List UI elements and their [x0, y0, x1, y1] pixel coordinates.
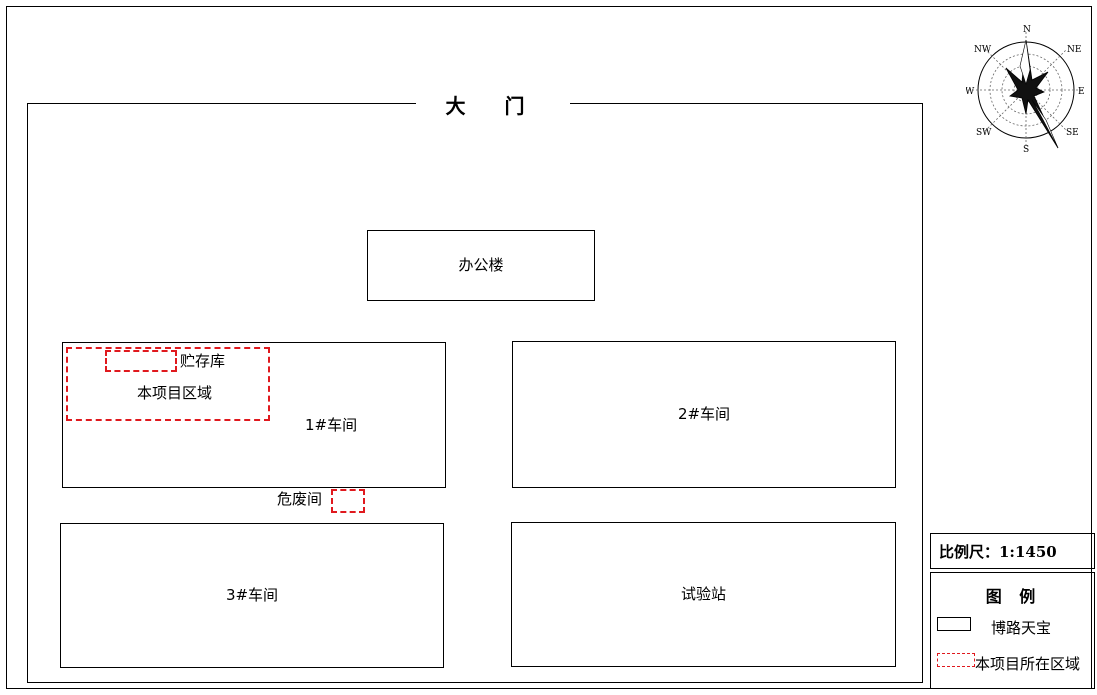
- gate-opening: [416, 92, 570, 114]
- gate-label: 大 门: [445, 94, 541, 118]
- compass-w: W: [966, 87, 975, 97]
- site-plan-frame: [6, 6, 1092, 689]
- legend-item-label: 本项目所在区域: [975, 655, 1081, 673]
- compass-sw: SW: [976, 128, 992, 138]
- project-area-label: 本项目区域: [137, 384, 213, 402]
- workshop-1-label: 1#车间: [305, 416, 358, 434]
- wind-rose-icon: N NE E SE S SW W NW: [966, 25, 1085, 155]
- scale-box: 比例尺：1:1450: [930, 533, 1095, 569]
- storage-room-label: 贮存库: [180, 352, 226, 370]
- hazard-room-label: 危废间: [277, 490, 323, 508]
- legend-swatch-solid: [937, 617, 971, 631]
- office-building-label: 办公楼: [458, 256, 504, 274]
- compass-nw: NW: [974, 45, 992, 55]
- office-building: 办公楼: [367, 230, 595, 301]
- scale-label: 比例尺：1:1450: [939, 542, 1057, 561]
- compass-n: N: [1023, 25, 1031, 35]
- workshop-1: 1#车间: [62, 342, 446, 488]
- workshop-3-label: 3#车间: [225, 586, 279, 604]
- legend: 图 例 博路天宝 本项目所在区域: [930, 572, 1095, 689]
- test-station: 试验站: [511, 522, 896, 667]
- workshop-3: 3#车间: [60, 523, 444, 668]
- hazard-room: [331, 489, 365, 513]
- compass-s: S: [1023, 145, 1029, 155]
- compass-ne: NE: [1067, 45, 1081, 55]
- test-station-label: 试验站: [680, 585, 726, 603]
- legend-swatch-dashed: [937, 653, 975, 667]
- workshop-2-label: 2#车间: [677, 405, 731, 423]
- legend-item-label: 博路天宝: [991, 619, 1052, 637]
- legend-title: 图 例: [985, 587, 1042, 606]
- storage-room: [105, 350, 177, 372]
- workshop-2: 2#车间: [512, 341, 896, 488]
- compass-e: E: [1078, 87, 1085, 97]
- project-area: [66, 347, 270, 421]
- compass-se: SE: [1066, 128, 1079, 138]
